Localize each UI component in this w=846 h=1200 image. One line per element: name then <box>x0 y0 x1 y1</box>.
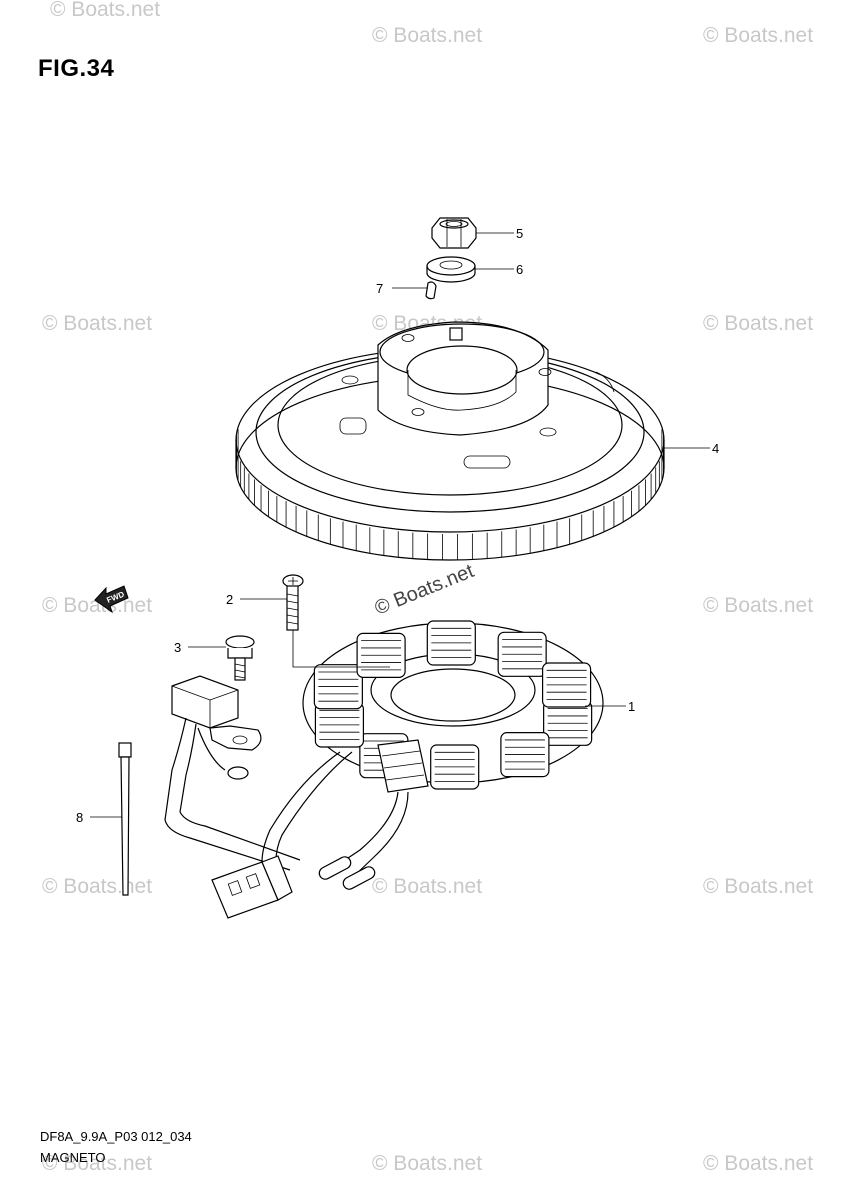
watermark: © Boats.net <box>372 24 482 47</box>
callout-6: 6 <box>516 262 523 277</box>
part-4-flywheel <box>235 321 665 561</box>
pickup-sensor <box>164 675 301 871</box>
bullet-terminals <box>318 856 376 890</box>
callout-1: 1 <box>628 699 635 714</box>
watermark: © Boats.net <box>703 312 813 335</box>
watermark: © Boats.net <box>372 1152 482 1175</box>
stator-coil <box>500 732 550 778</box>
watermark: © Boats.net <box>42 312 152 335</box>
part-1-stator <box>302 620 604 793</box>
stator-wiring <box>261 751 409 881</box>
coupler-connector <box>211 855 293 919</box>
stator-coil <box>313 664 363 710</box>
figure-title: FIG.34 <box>38 55 115 82</box>
part-7-key <box>425 281 437 300</box>
stator-coil <box>497 631 547 677</box>
watermark-overlay: © Boats.net <box>372 560 478 620</box>
part-8-cable-tie <box>118 742 132 896</box>
stator-coil <box>541 662 592 708</box>
callout-2: 2 <box>226 592 233 607</box>
watermark: © Boats.net <box>42 1152 152 1175</box>
part-3-bolt <box>225 635 255 681</box>
watermark: © Boats.net <box>372 875 482 898</box>
stator-coil <box>426 620 476 666</box>
watermark: © Boats.net <box>703 594 813 617</box>
diagram-code: DF8A_9.9A_P03 012_034 <box>40 1129 192 1144</box>
watermark: © Boats.net <box>703 875 813 898</box>
callout-8: 8 <box>76 810 83 825</box>
watermark: © Boats.net <box>42 875 152 898</box>
part-6-washer <box>426 256 476 283</box>
callout-7: 7 <box>376 281 383 296</box>
callout-5: 5 <box>516 226 523 241</box>
stator-coil <box>356 632 406 678</box>
stator-coil <box>430 744 480 790</box>
stator-coil <box>543 700 593 746</box>
watermark: © Boats.net <box>703 1152 813 1175</box>
watermark: © Boats.net <box>703 24 813 47</box>
callout-4: 4 <box>712 441 719 456</box>
stator-coil <box>314 702 365 748</box>
part-5-nut <box>431 217 477 249</box>
part-2-screw <box>282 574 304 631</box>
callouts: 5 6 7 4 2 3 1 8 <box>76 226 719 825</box>
diagram-name: MAGNETO <box>40 1150 106 1165</box>
leader-lines <box>90 232 710 818</box>
watermark: © Boats.net <box>50 0 160 21</box>
callout-3: 3 <box>174 640 181 655</box>
fwd-direction-arrow: FWD <box>94 585 129 614</box>
